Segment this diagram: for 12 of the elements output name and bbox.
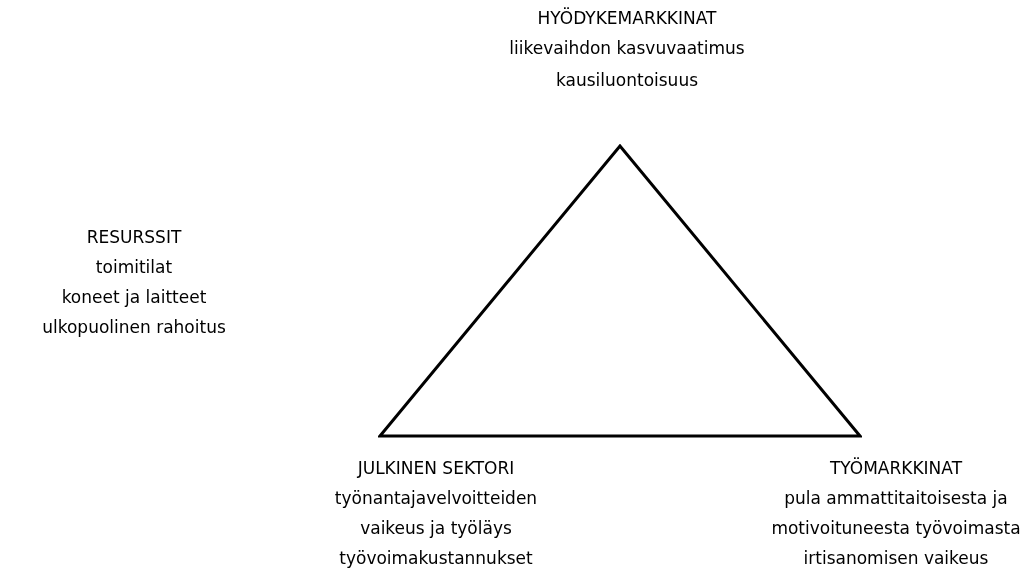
- factor-text: koneet ja laitteet: [61, 286, 207, 309]
- factor-text: työvoimakustannukset: [339, 547, 533, 570]
- section-heading: RESURSSIT: [86, 226, 182, 249]
- factor-text: ulkopuolinen rahoitus: [42, 316, 226, 339]
- factor-text: kausiluontoisuus: [555, 69, 698, 92]
- section-heading: JULKINEN SEKTORI: [357, 457, 515, 480]
- section-heading: TYÖMARKKINAT: [829, 456, 963, 480]
- section-heading: HYÖDYKEMARKKINAT: [537, 6, 717, 30]
- factor-text: liikevaihdon kasvuvaatimus: [509, 37, 745, 60]
- factor-text: toimitilat: [95, 256, 173, 279]
- factor-text: irtisanomisen vaikeus: [803, 547, 989, 570]
- triangle-shape: [378, 144, 862, 438]
